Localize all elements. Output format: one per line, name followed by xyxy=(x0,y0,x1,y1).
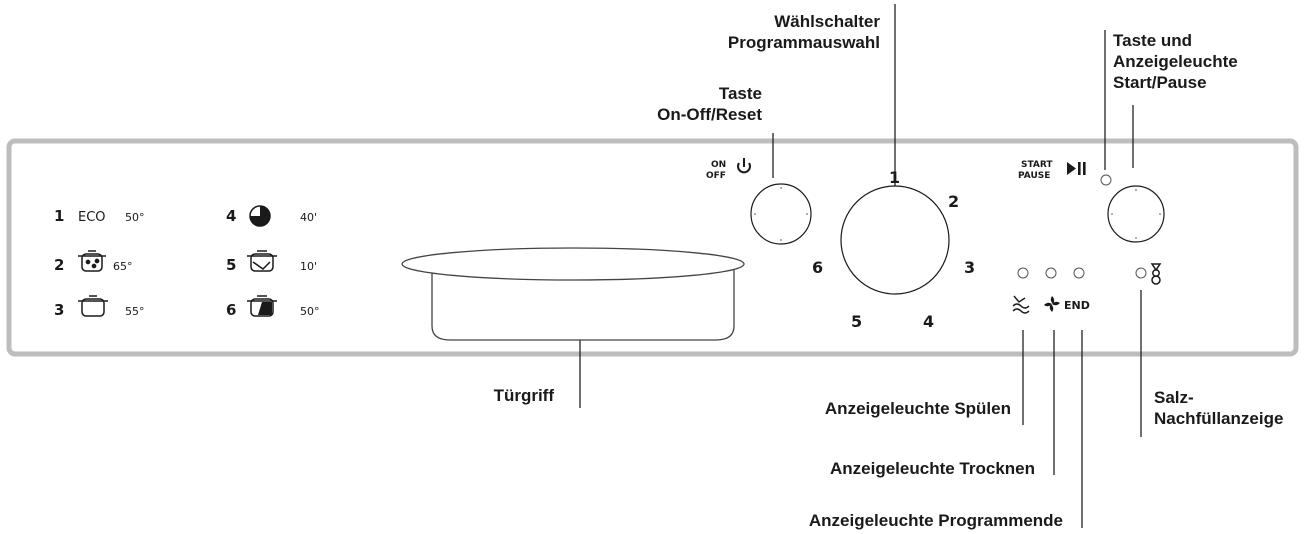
dry-indicator-light xyxy=(1045,267,1057,279)
program-list: 1 ECO 50° 2 65° 3 55° 4 40' 5 xyxy=(54,205,320,319)
quick-icon xyxy=(247,295,277,317)
power-icon xyxy=(737,158,751,174)
dial-position: 6 xyxy=(812,258,823,277)
pot-icon xyxy=(78,295,108,317)
program-temp: 40' xyxy=(300,211,317,224)
callout-onoff-line2: On-Off/Reset xyxy=(657,105,762,124)
callout-start-line1: Taste und xyxy=(1113,31,1193,50)
callout-start-line2: Anzeigeleuchte xyxy=(1113,52,1238,71)
callout-start-pause: Taste und Anzeigeleuchte Start/Pause xyxy=(1113,30,1238,93)
start-pause-button[interactable] xyxy=(1107,185,1165,243)
rinse-indicator-light xyxy=(1017,267,1029,279)
callout-salt-line1: Salz- xyxy=(1154,388,1194,407)
callout-onoff-line1: Taste xyxy=(718,84,762,103)
program-temp: 65° xyxy=(113,260,133,273)
rinse-icon xyxy=(1012,295,1030,314)
half-load-icon xyxy=(249,205,271,227)
program-number: 3 xyxy=(54,301,64,319)
off-label: OFF xyxy=(706,171,726,181)
program-number: 1 xyxy=(54,207,64,225)
callout-door-handle: Türgriff xyxy=(493,386,554,405)
callout-program-selector: Wählschalter Programmauswahl xyxy=(728,11,880,53)
callout-onoff-reset: Taste On-Off/Reset xyxy=(657,83,762,125)
callout-rinse-light: Anzeigeleuchte Spülen xyxy=(824,399,1011,418)
salt-icon xyxy=(1150,263,1162,285)
start-label: START xyxy=(1021,160,1053,170)
program-number: 4 xyxy=(226,207,236,225)
program-selector-dial[interactable] xyxy=(840,185,950,295)
door-handle xyxy=(401,247,745,341)
callout-start-line3: Start/Pause xyxy=(1113,73,1207,92)
start-pause-indicator-light xyxy=(1100,174,1112,186)
callout-salt-line2: Nachfüllanzeige xyxy=(1154,409,1284,428)
callout-program-selector-line1: Wählschalter xyxy=(774,12,880,31)
program-number: 6 xyxy=(226,301,236,319)
onoff-reset-button[interactable] xyxy=(750,183,812,245)
callout-program-selector-line2: Programmauswahl xyxy=(727,33,880,52)
callout-salt-refill: Salz- Nachfüllanzeige xyxy=(1154,387,1283,429)
program-number: 5 xyxy=(226,256,236,274)
control-panel-frame xyxy=(6,138,1299,357)
program-temp: 50° xyxy=(300,305,320,318)
end-label: END xyxy=(1064,299,1090,312)
dial-position: 5 xyxy=(851,312,862,331)
pause-label: PAUSE xyxy=(1018,171,1050,181)
program-temp: 10' xyxy=(300,260,317,273)
rinse-soak-icon xyxy=(247,250,277,272)
play-pause-icon xyxy=(1067,162,1086,175)
callout-end-light: Anzeigeleuchte Programmende xyxy=(808,511,1063,530)
program-temp: 55° xyxy=(125,305,145,318)
dial-position: 3 xyxy=(964,258,975,277)
pot-heavy-icon xyxy=(78,250,106,272)
fan-dry-icon xyxy=(1044,296,1060,312)
program-eco-label: ECO xyxy=(78,210,106,225)
program-number: 2 xyxy=(54,256,64,274)
on-label: ON xyxy=(711,160,726,170)
dial-position: 4 xyxy=(923,312,934,331)
dial-position: 2 xyxy=(948,192,959,211)
program-temp: 50° xyxy=(125,211,145,224)
callout-dry-light: Anzeigeleuchte Trocknen xyxy=(830,459,1035,478)
dial-position: 1 xyxy=(889,168,900,187)
end-indicator-light xyxy=(1073,267,1085,279)
salt-indicator-light xyxy=(1135,267,1147,279)
